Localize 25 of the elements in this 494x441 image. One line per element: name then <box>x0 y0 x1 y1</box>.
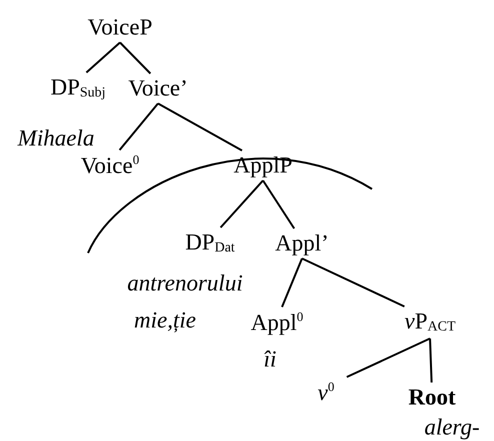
tree-branch <box>86 42 121 74</box>
node-label: vP$_{ACT}$ <box>404 310 456 334</box>
word-label: mie,ție <box>134 308 196 332</box>
tree-branch <box>119 42 152 74</box>
word-label: antrenorului <box>127 272 243 294</box>
node-label: Voice’ <box>128 76 188 100</box>
word-label: îi <box>264 348 276 370</box>
node-label: v$^{0}$ <box>318 380 334 404</box>
tree-branch <box>281 258 303 308</box>
tree-branch <box>346 338 430 378</box>
tree-branch <box>429 338 433 383</box>
tree-branch <box>302 258 405 308</box>
tree-branch <box>118 102 159 151</box>
word-label: alerg- <box>424 416 480 438</box>
node-label: DP$_{Subj}$ <box>50 76 106 100</box>
node-label: VoiceP <box>88 16 152 38</box>
node-label: DP$_{Dat}$ <box>185 230 235 256</box>
node-label: Voice$^{0}$ <box>80 153 140 177</box>
node-label: Root <box>408 386 456 408</box>
tree-branch <box>262 180 296 230</box>
tree-branch <box>158 102 242 152</box>
word-label: Mihaela <box>18 126 94 150</box>
node-label: Appl’ <box>275 232 329 254</box>
tree-branch <box>220 180 264 228</box>
node-label: Appl$^{0}$ <box>250 310 304 334</box>
